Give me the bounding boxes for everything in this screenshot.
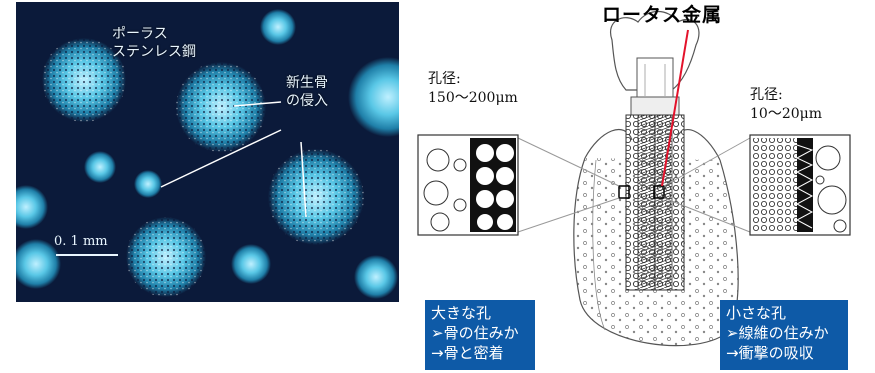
material-label: ポーラス ステンレス鋼 — [112, 25, 196, 61]
abutment — [637, 58, 673, 98]
large-pore-info-box: 大きな孔 ➢骨の住みか →骨と密着 — [425, 300, 535, 370]
pore-label-line: 孔径: — [428, 70, 518, 89]
particle — [176, 62, 266, 152]
info-line: →骨と密着 — [431, 343, 529, 363]
info-line: ➢骨の住みか — [431, 323, 529, 343]
particle — [268, 149, 364, 245]
large-pore-panel — [418, 135, 518, 235]
pore-label-line: 孔径: — [750, 86, 822, 105]
left-pore-size-label: 孔径: 150〜200μm — [428, 70, 518, 108]
right-pore-size-label: 孔径: 10〜20μm — [750, 86, 822, 124]
diagram-title: ロータス金属 — [602, 0, 722, 27]
particle — [260, 9, 296, 45]
particle — [354, 255, 398, 299]
micrograph-graphic — [16, 2, 399, 302]
micrograph-image: ポーラス ステンレス鋼 新生骨 の侵入 0. 1 mm — [16, 2, 399, 302]
small-pore-panel — [750, 135, 850, 235]
info-line: 小さな孔 — [726, 303, 842, 323]
material-label-line: ステンレス鋼 — [112, 43, 196, 61]
small-pore-info-box: 小さな孔 ➢線維の住みか →衝撃の吸収 — [720, 300, 848, 370]
bone-ingrowth-label: 新生骨 の侵入 — [286, 74, 328, 110]
abutment-collar — [631, 97, 679, 115]
material-label-line: ポーラス — [112, 25, 196, 43]
scale-label: 0. 1 mm — [54, 234, 108, 249]
particle — [134, 170, 162, 198]
particle — [84, 151, 116, 183]
particle — [126, 217, 206, 297]
particle — [231, 244, 271, 284]
bone-label-line: の侵入 — [286, 92, 328, 110]
info-line: →衝撃の吸収 — [726, 343, 842, 363]
pore-label-line: 150〜200μm — [428, 89, 518, 108]
info-line: 大きな孔 — [431, 303, 529, 323]
pore-label-line: 10〜20μm — [750, 105, 822, 124]
bone-label-line: 新生骨 — [286, 74, 328, 92]
scale-bar — [56, 254, 118, 256]
info-line: ➢線維の住みか — [726, 323, 842, 343]
